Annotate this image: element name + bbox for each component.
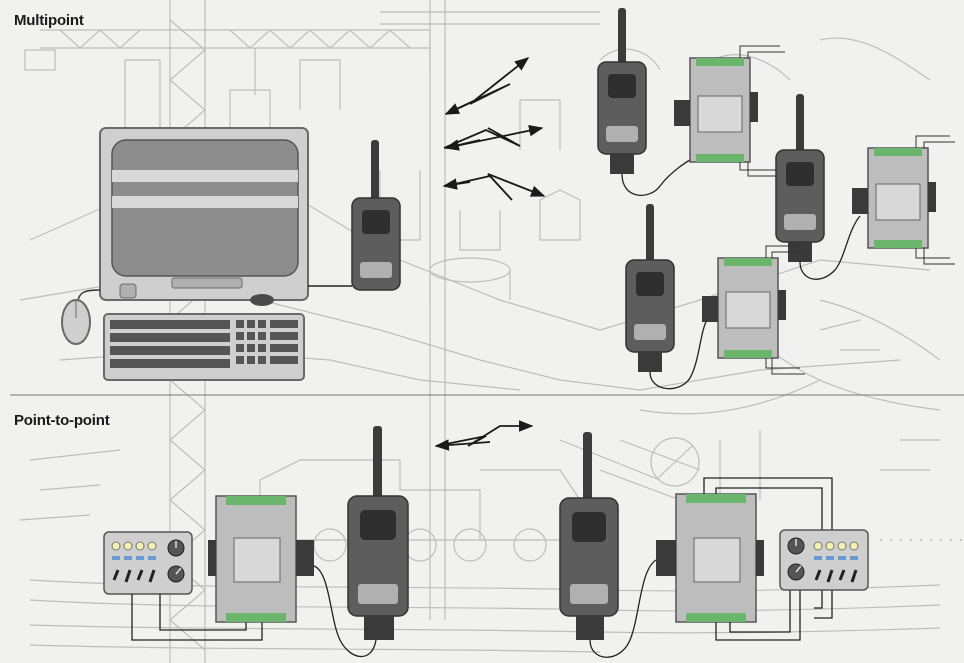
control-panel-icon — [104, 532, 192, 594]
section-title-multipoint: Multipoint — [14, 12, 84, 29]
computer-icon — [100, 128, 308, 306]
keyboard-icon — [104, 314, 304, 380]
section-title-point-to-point: Point-to-point — [14, 412, 110, 429]
control-panel-icon — [780, 530, 868, 590]
